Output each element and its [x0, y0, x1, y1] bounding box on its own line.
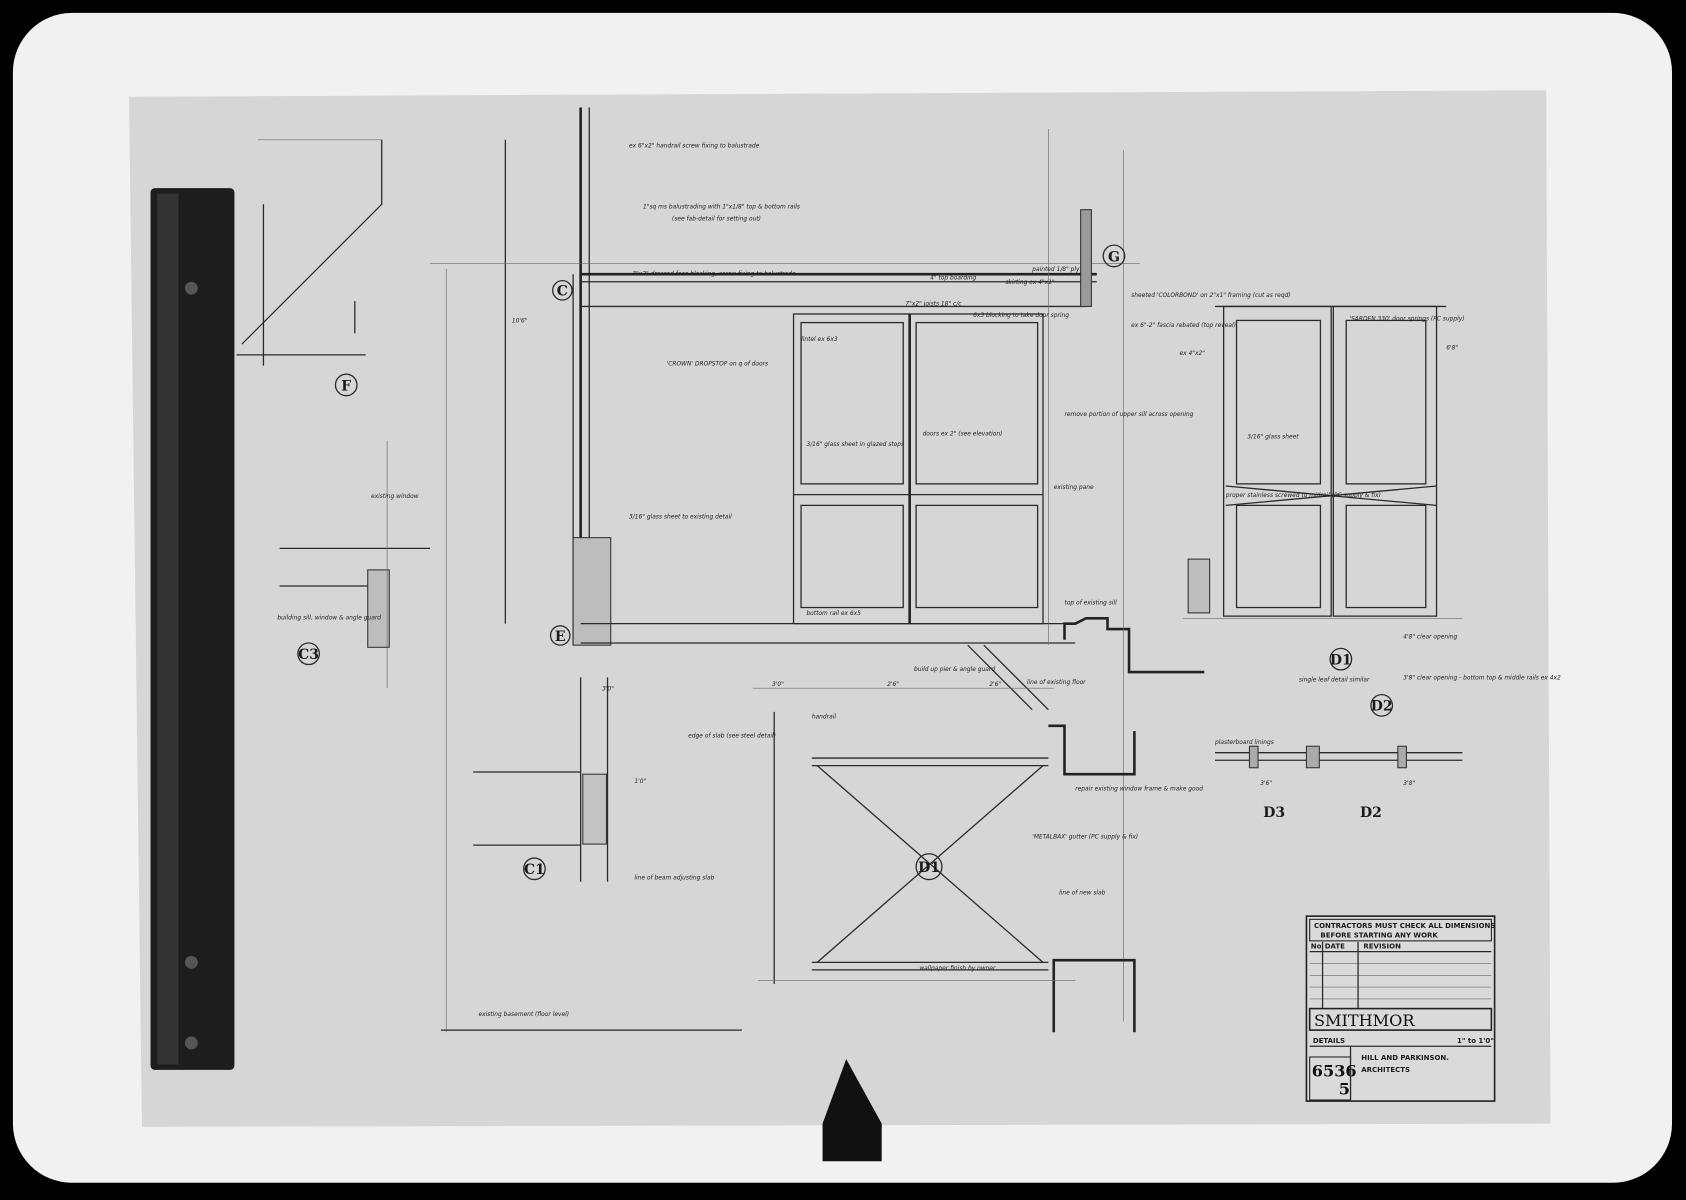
- dimension: 10'6": [512, 319, 528, 325]
- note: building sill, window & angle guard: [277, 615, 381, 621]
- dimension: 6'8": [1446, 345, 1458, 351]
- plan-d1: [440, 711, 1136, 1033]
- note: painted 1/8" ply: [1031, 267, 1080, 273]
- section-c: [445, 107, 1076, 1033]
- section-c3: [279, 440, 431, 689]
- section-c1: [473, 677, 609, 882]
- dimensions: 3'0" 2'6" 2'6" 3'0" 1'0" 3'6" 3'8" 6'8" …: [512, 319, 1459, 787]
- tag-d3: D3: [1263, 805, 1285, 821]
- col-revision: REVISION: [1363, 942, 1401, 950]
- note: 3"x2" dressed face blocking, screw fixin…: [632, 271, 796, 277]
- dimension: 3'0": [772, 682, 784, 688]
- note: sheeted 'COLORBOND' on 2"x1" framing (cu…: [1131, 293, 1290, 299]
- note: line of new slab: [1059, 891, 1106, 897]
- sheet-number: 5: [1339, 1080, 1350, 1099]
- plan-d2-d3: [1187, 558, 1463, 769]
- note: 4'8" clear opening: [1403, 635, 1457, 641]
- sheet-title: DETAILS: [1313, 1037, 1345, 1045]
- tag-f: F: [341, 378, 351, 394]
- door-elevation: [792, 313, 1044, 625]
- pointer-clip: [822, 1059, 882, 1162]
- col-date: DATE: [1325, 942, 1345, 950]
- note: lintel ex 6x3: [801, 337, 838, 343]
- tag-d1-upper: D1: [1330, 653, 1352, 669]
- note: ex 4"x2": [1180, 351, 1206, 357]
- detail-tags: F C3 C1 E C G D1 D1 D2 D3 D2: [297, 244, 1394, 881]
- note: 3'8" clear opening - bottom top & middle…: [1403, 676, 1561, 682]
- note: ex 6"x2" handrail screw fixing to balust…: [629, 143, 760, 149]
- dimension: 1'0": [634, 779, 646, 785]
- note: skirting ex 4"x1": [1005, 280, 1055, 286]
- note: build up pier & angle guard: [914, 667, 995, 673]
- tag-d1-lower: D1: [918, 860, 940, 876]
- note: 3/16" glass sheet in glazed stops: [806, 442, 904, 448]
- note: edge of slab (see steel detail): [688, 734, 776, 740]
- annotations: ex 6"x2" handrail screw fixing to balust…: [277, 143, 1561, 1018]
- note: plasterboard linings: [1214, 740, 1274, 746]
- dimension: 3'0": [602, 686, 614, 692]
- note: (see fab-detail for setting out): [672, 216, 761, 222]
- note: doors ex 2" (see elevation): [923, 431, 1003, 437]
- note: 3/16" glass sheet: [1247, 435, 1299, 441]
- dimension: 3'6": [1260, 781, 1272, 787]
- title-warning-1: CONTRACTORS MUST CHECK ALL DIMENSIONS: [1314, 922, 1495, 930]
- tag-g: G: [1108, 249, 1120, 265]
- note: wallpaper finish by owner: [919, 966, 996, 972]
- floor-boarding: [430, 209, 1140, 308]
- note: line of beam adjusting slab: [634, 876, 714, 882]
- note: handrail: [812, 714, 837, 720]
- project-name: SMITHMOR: [1314, 1011, 1415, 1030]
- note: ex 6"-2" fascia rebated (top reveal): [1131, 323, 1236, 329]
- note: existing basement (floor level): [478, 1012, 569, 1018]
- note: 'METALBAX' gutter (PC supply & fix): [1032, 835, 1138, 841]
- tag-d2-circle: D2: [1371, 699, 1393, 715]
- dimension: 3'8": [1403, 781, 1415, 787]
- note: line of existing floor: [1027, 680, 1086, 686]
- tag-c3: C3: [298, 647, 319, 663]
- note: repair existing window frame & make good: [1075, 786, 1203, 792]
- note: existing window: [371, 494, 419, 500]
- tag-d2: D2: [1360, 805, 1382, 821]
- dimension: 2'6": [887, 682, 899, 688]
- note: 7"x2" joists 18" c/c: [905, 301, 962, 307]
- drawing-number: 6536: [1312, 1061, 1357, 1080]
- architect-2: ARCHITECTS: [1361, 1066, 1410, 1074]
- dimension: 2'6": [989, 682, 1001, 688]
- tag-c: C: [557, 284, 568, 300]
- note: 'CROWN' DROPSTOP on q of doors: [667, 362, 768, 368]
- note: top of existing sill: [1065, 600, 1118, 606]
- title-block: CONTRACTORS MUST CHECK ALL DIMENSIONS BE…: [1305, 915, 1496, 1102]
- note: 1"sq ms balustrading with 1"x1/8" top & …: [643, 205, 800, 211]
- note: single leaf detail similar: [1299, 678, 1370, 684]
- note: 3/16" glass sheet to existing detail: [629, 514, 732, 520]
- ruler: [150, 188, 235, 1070]
- note: 'SARDEN 330' door springs (PC supply): [1349, 316, 1464, 322]
- note: remove portion of upper sill across open…: [1065, 412, 1194, 418]
- col-no: No: [1311, 942, 1322, 950]
- title-warning-2: BEFORE STARTING ANY WORK: [1320, 932, 1438, 940]
- stair-detail-f: [236, 139, 383, 366]
- note: 4" top boarding: [930, 276, 976, 282]
- note: existing pane: [1054, 485, 1094, 491]
- architect-1: HILL AND PARKINSON.: [1361, 1054, 1449, 1062]
- tag-c1: C1: [524, 862, 545, 878]
- note: proper stainless screwed to midrail (PC …: [1225, 493, 1381, 499]
- scale: 1" to 1'0": [1457, 1037, 1494, 1045]
- door-elevation-d1: [1182, 305, 1463, 619]
- note: bottom rail ex 6x5: [806, 611, 861, 617]
- drawing-sheet: [129, 90, 1551, 1127]
- note: 6x3 blocking to take door spring: [973, 313, 1069, 319]
- tag-e: E: [555, 629, 566, 645]
- sill-detail: [967, 129, 1205, 1022]
